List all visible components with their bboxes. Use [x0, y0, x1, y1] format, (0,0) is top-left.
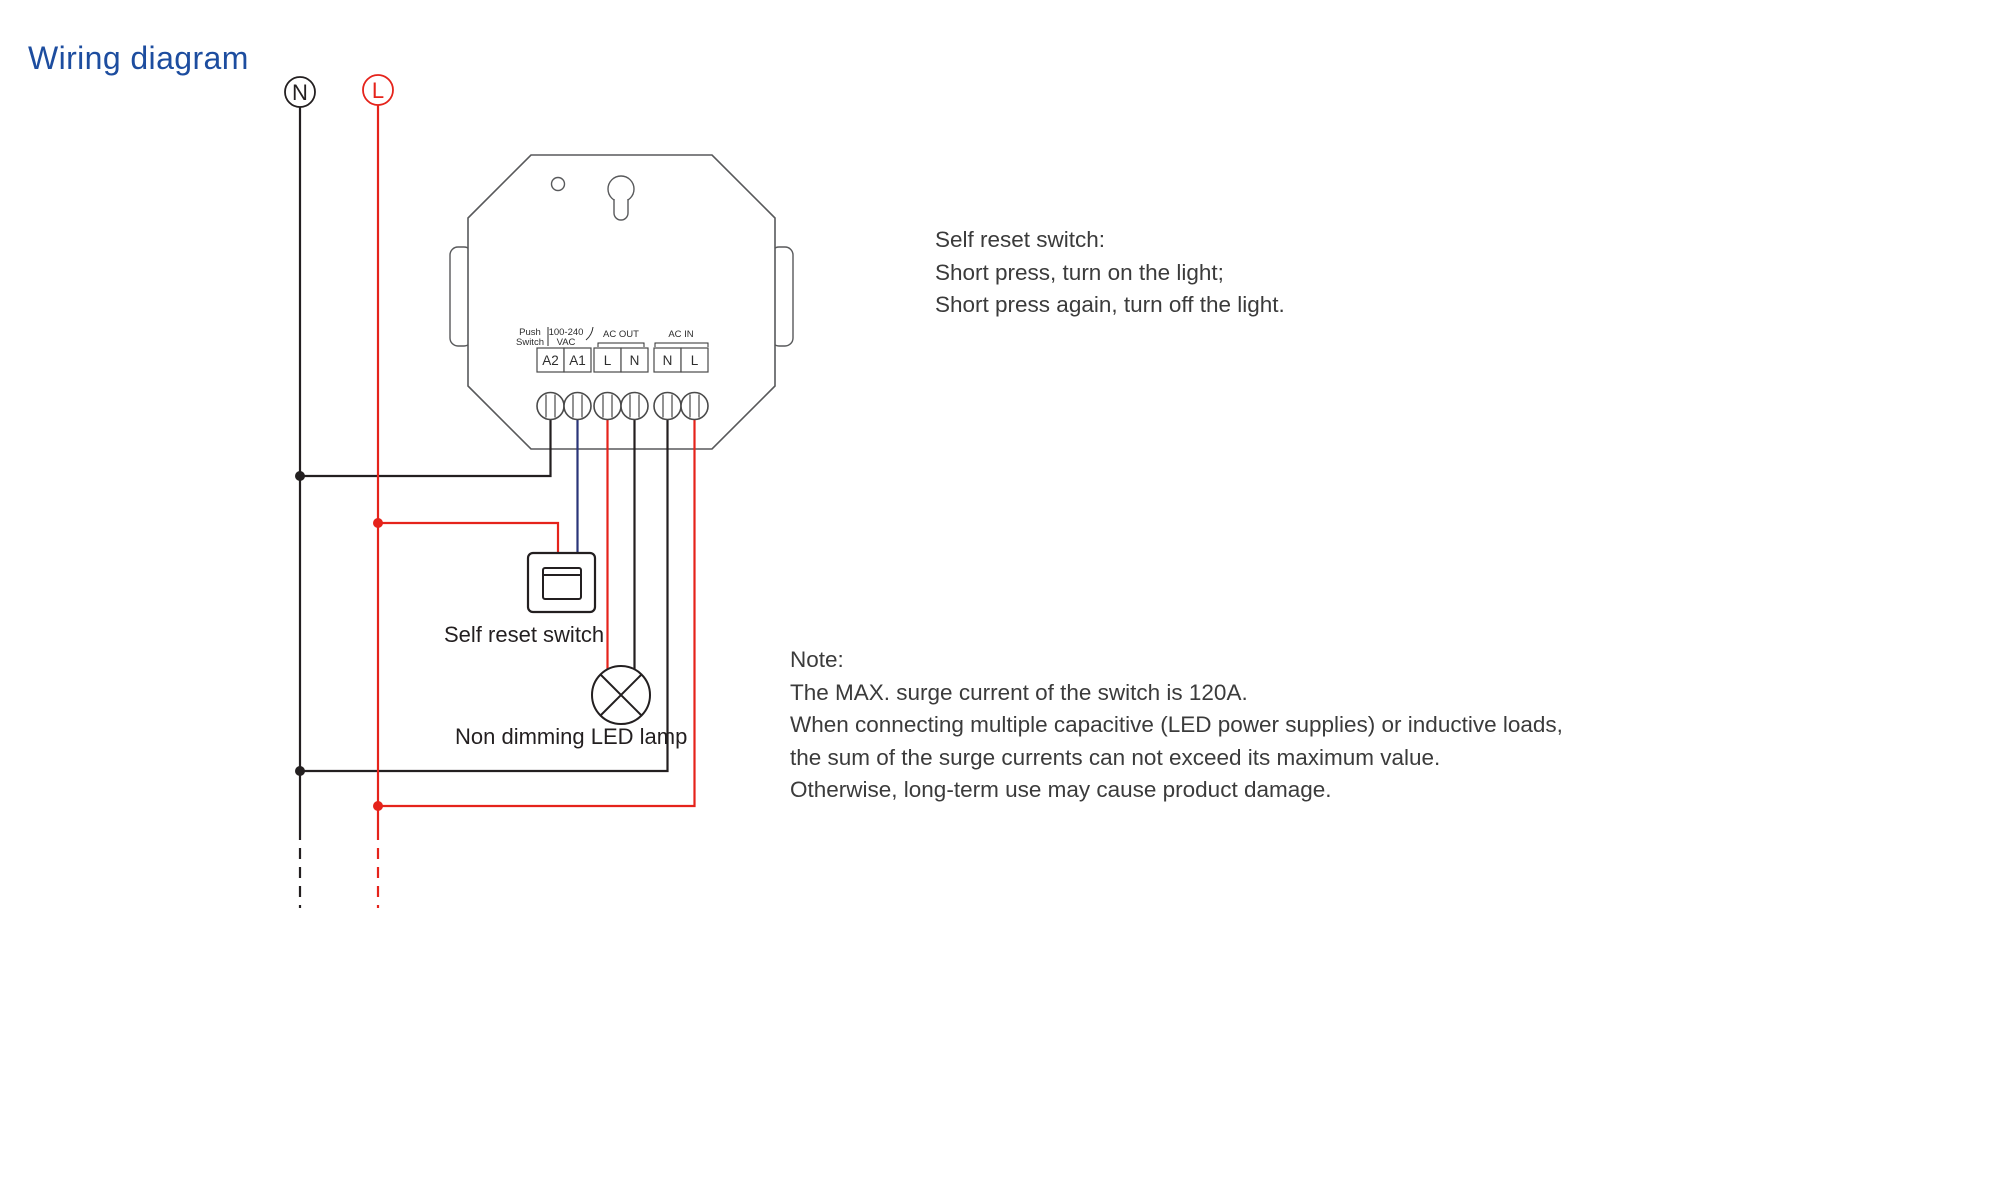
header-ac-out: AC OUT — [603, 329, 639, 340]
switch-label: Self reset switch — [444, 622, 604, 647]
header-push-line2: Switch — [516, 337, 544, 348]
vac-annotation-mark — [585, 326, 594, 341]
lamp-label: Non dimming LED lamp — [455, 724, 687, 749]
header-ac-in: AC IN — [668, 329, 693, 340]
terminal-box-labels: A2 A1 L N N L — [542, 353, 699, 368]
neutral-supply-terminal: N — [284, 76, 316, 108]
note-line: the sum of the surge currents can not ex… — [790, 744, 1441, 770]
switch-description-line: Self reset switch: — [935, 227, 1106, 252]
line-junction-dot-2 — [373, 801, 383, 811]
header-vac-line2: VAC — [557, 337, 576, 348]
neutral-terminal-label: N — [292, 80, 308, 105]
controller-device — [449, 154, 794, 450]
switch-description-line: Short press again, turn off the light. — [935, 292, 1285, 317]
terminal-headers: Push Switch 100-240 VAC AC OUT AC IN — [516, 327, 694, 348]
led-lamp — [591, 665, 651, 725]
ac-out-bracket — [597, 342, 645, 347]
switch-description-block: Self reset switch: Short press, turn on … — [935, 224, 1285, 322]
terminal-box-n-out — [620, 347, 649, 373]
terminal-box-l-in — [680, 347, 709, 373]
self-reset-switch — [526, 551, 597, 614]
terminal-header-marks — [547, 326, 709, 347]
device-keyhole-slot — [613, 199, 629, 221]
terminal-label-l-in: L — [691, 353, 699, 368]
line-to-switch-wire — [378, 521, 560, 553]
screw-terminal-4 — [620, 391, 649, 421]
note-block: Note: The MAX. surge current of the swit… — [790, 644, 1563, 807]
terminal-label-a2: A2 — [542, 353, 559, 368]
page-title: Wiring diagram — [28, 40, 249, 76]
screw-terminal-1 — [536, 391, 565, 421]
line-junction-dots — [373, 518, 383, 811]
switch-button — [542, 567, 582, 600]
line-supply-terminal: L — [362, 74, 394, 106]
line-terminal-label: L — [372, 78, 384, 103]
neutral-junction-dots — [295, 471, 305, 776]
device-outline — [467, 154, 776, 450]
note-line: Otherwise, long-term use may cause produ… — [790, 777, 1332, 802]
terminal-label-l-out: L — [604, 353, 612, 368]
header-vac-line1: 100-240 — [549, 327, 584, 338]
ac-in-bracket — [654, 342, 709, 347]
ac-in-l-wire — [378, 408, 696, 808]
screw-terminal-2 — [563, 391, 592, 421]
screw-terminal-5 — [653, 391, 682, 421]
switch-description-line: Short press, turn on the light; — [935, 259, 1224, 285]
terminal-boxes — [536, 347, 709, 373]
neutral-to-a2-wire — [300, 408, 552, 478]
neutral-junction-dot-1 — [295, 471, 305, 481]
terminal-box-a1 — [563, 347, 592, 373]
line-wires — [376, 105, 696, 908]
neutral-junction-dot-2 — [295, 766, 305, 776]
lamp-cross — [599, 673, 643, 717]
terminal-label-a1: A1 — [569, 353, 586, 368]
header-push-line1: Push — [519, 327, 541, 338]
screw-terminal-3 — [593, 391, 622, 421]
screw-terminals — [536, 391, 709, 421]
line-junction-dot-1 — [373, 518, 383, 528]
terminal-box-n-in — [653, 347, 682, 373]
screw-terminal-6 — [680, 391, 709, 421]
ac-in-n-wire — [300, 408, 669, 773]
note-line: The MAX. surge current of the switch is … — [790, 679, 1248, 705]
note-line: Note: — [790, 647, 844, 672]
device-indicator-hole — [550, 176, 566, 192]
terminal-label-n-out: N — [630, 353, 640, 368]
note-line: When connecting multiple capacitive (LED… — [790, 712, 1563, 737]
terminal-label-n-in: N — [663, 353, 673, 368]
